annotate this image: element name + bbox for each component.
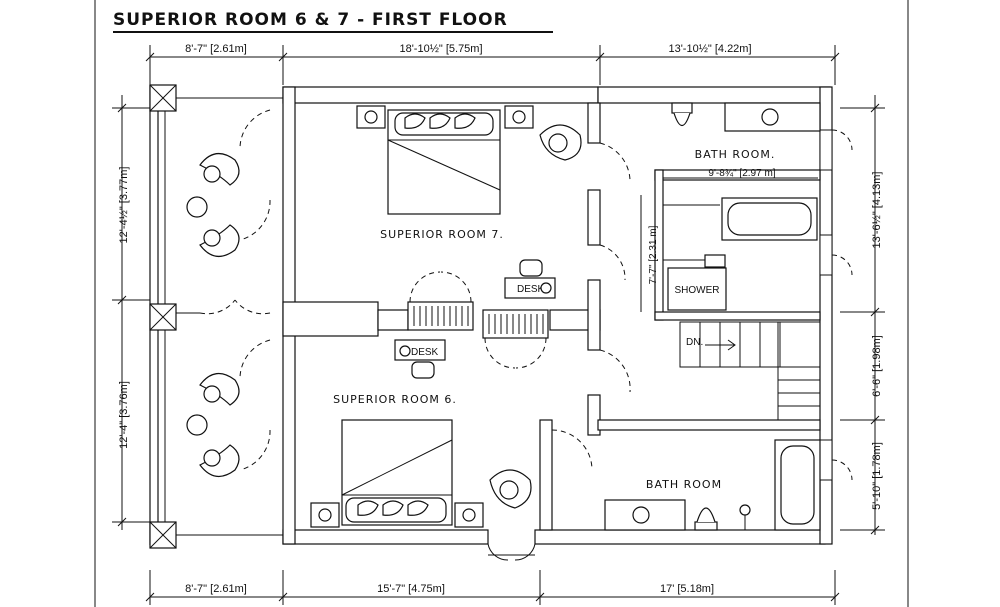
room6-wardrobe-icon — [482, 309, 549, 369]
room7-nightstand-lamp-icon — [356, 105, 386, 129]
dim-left-lower: 12'-4" [3.76m] — [118, 381, 130, 449]
room6-pillows-icon — [345, 497, 447, 523]
shower-height-dim: 7'-7" [2.31 m] — [648, 225, 659, 284]
bath-bottom-bidet-icon — [739, 504, 751, 530]
room6-desk-lamp-icon — [399, 345, 411, 357]
right-dimension-chain — [840, 95, 885, 535]
plan-title: SUPERIOR ROOM 6 & 7 - FIRST FLOOR — [113, 10, 508, 30]
room7-wardrobe-icon — [407, 271, 474, 331]
room7-armchair-icon — [539, 124, 582, 161]
room6-label: SUPERIOR ROOM 6. — [333, 393, 457, 406]
room6-desk — [394, 339, 446, 379]
dim-top-mid: 18'-10½" [5.75m] — [399, 43, 482, 55]
bath-top-vanity-sink-icon — [724, 102, 821, 132]
balcony-chair-icon — [199, 224, 240, 257]
dim-bottom-right: 17' [5.18m] — [660, 583, 714, 595]
bath-bottom-toilet-icon — [694, 507, 718, 531]
room7-pillows-icon — [394, 112, 494, 136]
room7-desk-lamp-icon — [540, 282, 552, 294]
balcony-table-icon — [186, 196, 208, 218]
shower-width-dim: 9'-8¾" [2.97 m] — [708, 168, 775, 179]
room7-label: SUPERIOR ROOM 7. — [380, 228, 504, 241]
dim-right-upper: 13'-6½" [4.13m] — [871, 172, 883, 249]
bath-top-bathtub-icon — [721, 197, 818, 241]
room6-desk-label: DESK — [411, 347, 439, 358]
dim-top-left: 8'-7" [2.61m] — [185, 43, 247, 55]
bath-top-toilet-icon — [671, 102, 693, 127]
dim-right-mid: 6'-6" [1.98m] — [871, 335, 883, 397]
room7-desk — [504, 259, 556, 299]
room6-armchair-icon — [489, 469, 532, 509]
stairs-label: DN. — [686, 337, 703, 348]
balcony — [149, 84, 283, 549]
shower-label: SHOWER — [675, 285, 720, 296]
left-dimension-chain — [112, 95, 150, 530]
interior-door-swings — [551, 142, 631, 471]
room7-desk-label: DESK — [517, 284, 545, 295]
dim-top-right: 13'-10½" [4.22m] — [668, 43, 751, 55]
dim-right-lower: 5'-10" [1.78m] — [871, 442, 883, 510]
balcony-table-icon — [186, 414, 208, 436]
balcony-chair-icon — [199, 153, 240, 186]
balcony-chair-icon — [199, 373, 240, 406]
right-windows — [819, 129, 853, 481]
bath-bottom-bathtub-icon — [774, 439, 821, 531]
room7-nightstand-lamp-icon — [504, 105, 534, 129]
shower-box — [667, 267, 727, 311]
top-dimension-chain — [145, 45, 840, 85]
bottom-dimension-chain — [145, 570, 840, 605]
dim-bottom-left: 8'-7" [2.61m] — [185, 583, 247, 595]
shower-seat-icon — [704, 254, 726, 268]
bath-bottom-vanity-sink-icon — [604, 499, 686, 531]
room6-nightstand-lamp-icon — [310, 502, 340, 528]
staircase — [679, 321, 821, 421]
room6-nightstand-lamp-icon — [454, 502, 484, 528]
bath-bottom-label: BATH ROOM — [646, 478, 722, 491]
dim-left-upper: 12'-4½" [3.77m] — [118, 167, 130, 244]
balcony-chair-icon — [199, 444, 240, 477]
bath-top-label: BATH ROOM. — [695, 148, 776, 161]
bottom-entry-door — [487, 543, 536, 561]
dim-bottom-mid: 15'-7" [4.75m] — [377, 583, 445, 595]
